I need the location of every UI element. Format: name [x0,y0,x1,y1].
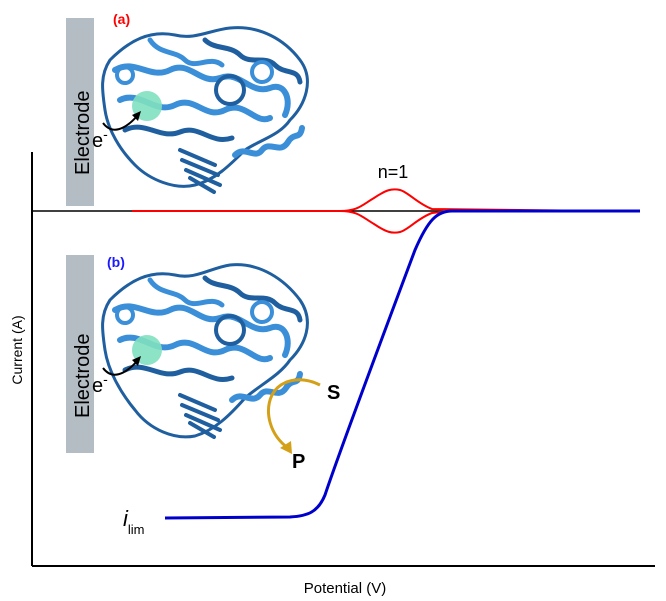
electrode-bar-a [66,18,94,206]
limiting-current-label: ilim [123,506,145,537]
panel-a: Electrode e- (a) [66,11,309,206]
electrode-label-a: Electrode [72,91,94,176]
catalytic-wave-b [164,209,640,520]
peak-label: n=1 [378,162,409,182]
y-axis-label: Current (A) [9,315,25,384]
electrode-label-b: Electrode [72,334,94,419]
x-axis-label: Potential (V) [304,580,387,597]
panel-b-label: (b) [107,254,125,270]
panel-b: Electrode e- (b) S P [66,254,340,473]
catalysis-arrow [267,378,321,450]
substrate-label: S [327,382,340,404]
electron-transfer-arrow-b [102,359,139,376]
enzyme-structure-a [101,26,309,194]
electron-label-b: e- [92,371,108,397]
enzyme-structure-b [101,263,309,439]
electrode-bar-b [66,255,94,453]
peak-curve-a [132,188,606,234]
electron-transfer-arrow-a [102,114,139,131]
electron-label-a: e- [92,126,108,152]
product-label: P [292,451,305,473]
panel-a-label: (a) [113,11,130,27]
